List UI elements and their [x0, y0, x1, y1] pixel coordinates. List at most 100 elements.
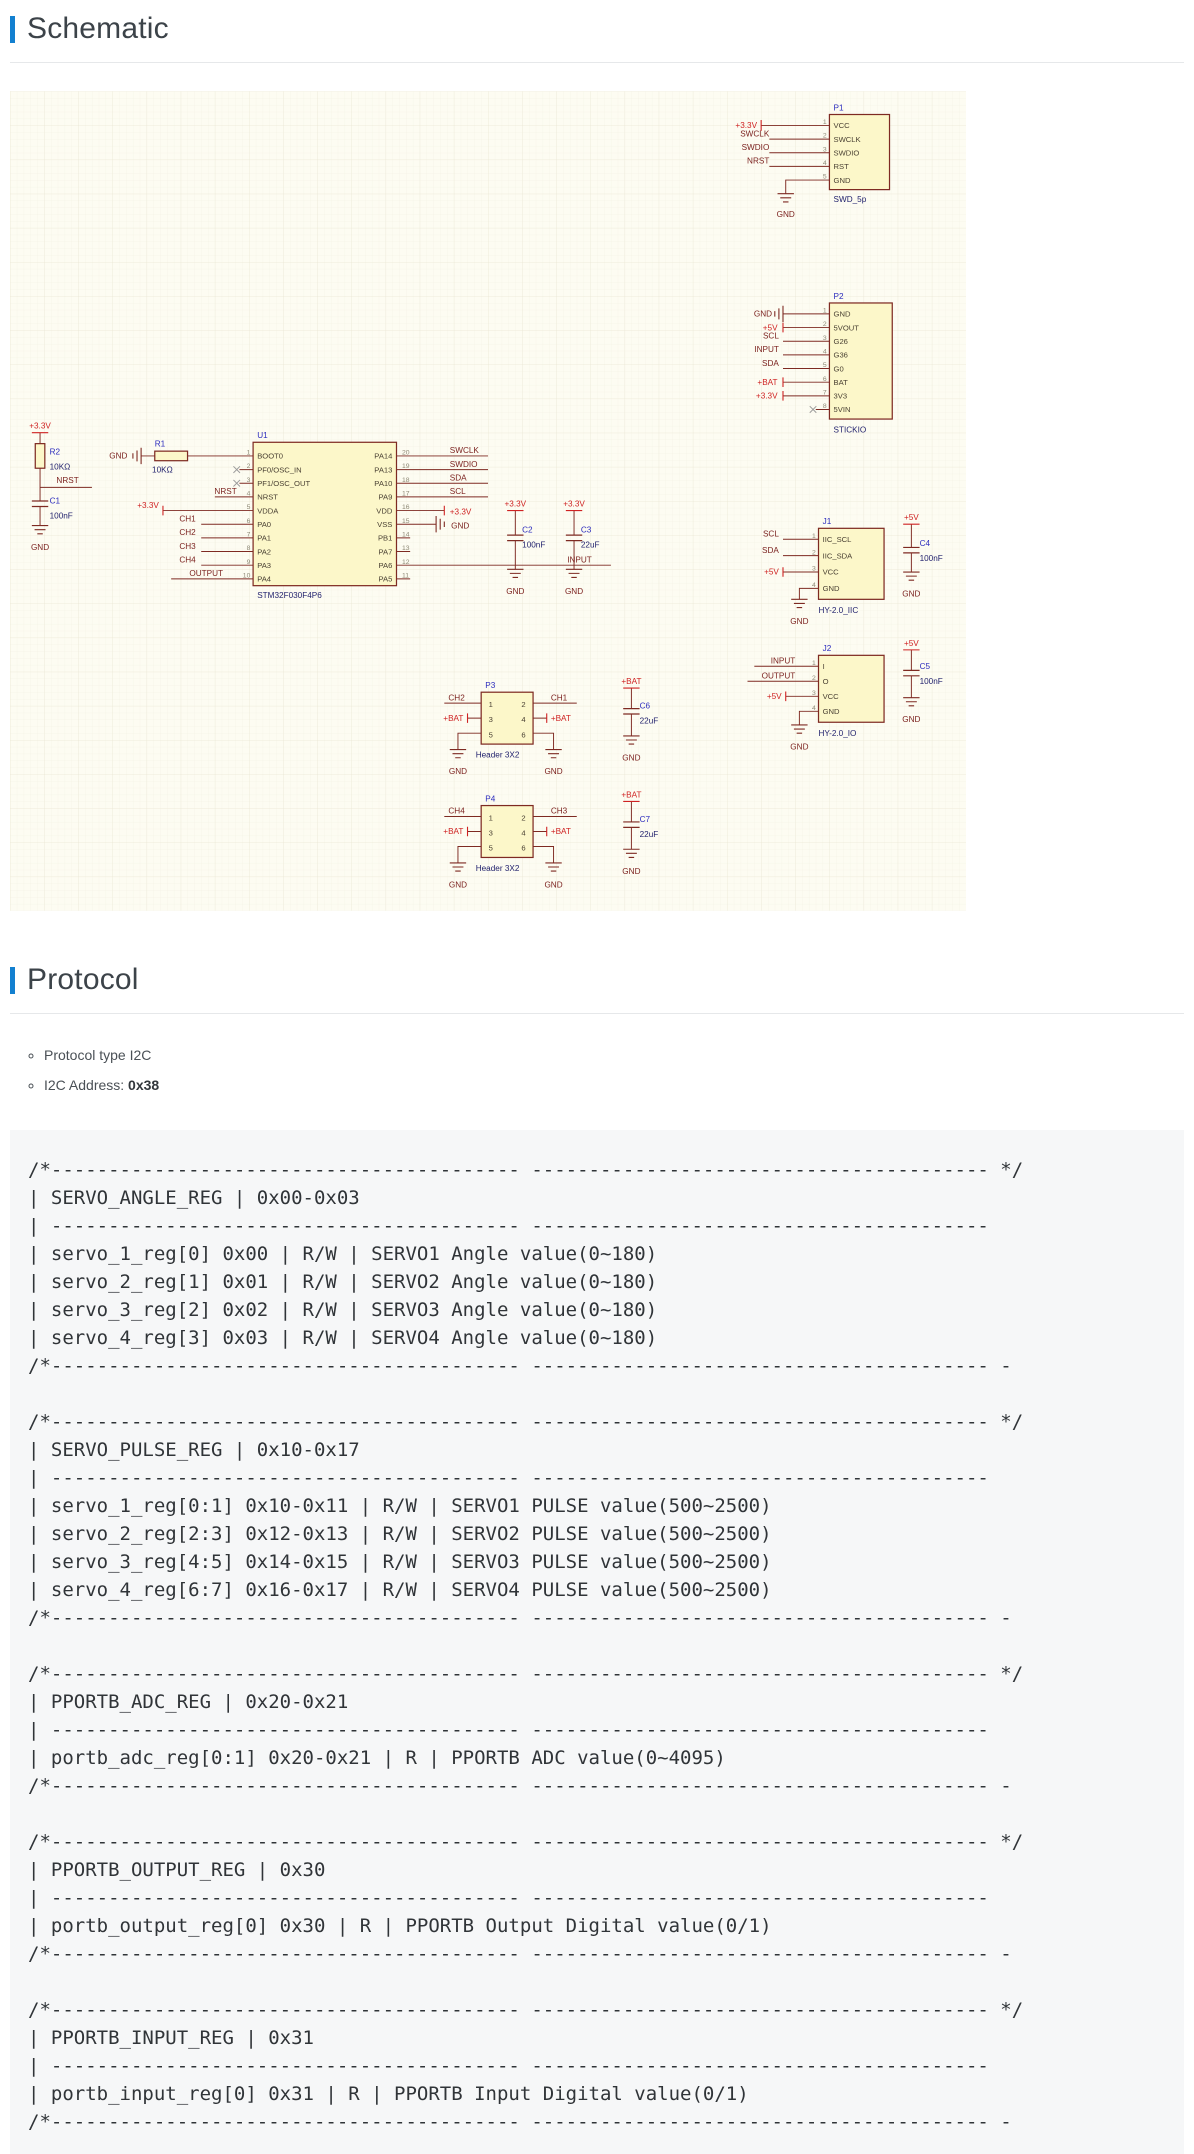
schematic-text: G0	[834, 364, 844, 373]
section-header-schematic: Schematic	[10, 12, 1184, 46]
schematic-text: C5	[920, 662, 931, 671]
schematic-text: PA6	[379, 561, 393, 570]
schematic-text: 5VIN	[834, 405, 851, 414]
schematic-text: SDA	[450, 474, 467, 483]
schematic-text: G36	[834, 351, 848, 360]
schematic-text: +BAT	[443, 714, 463, 723]
schematic-text: PA5	[379, 575, 393, 584]
schematic-text: +3.3V	[450, 508, 472, 517]
schematic-grid-major	[10, 91, 966, 911]
schematic-text: PA7	[379, 547, 393, 556]
schematic-text: GND	[109, 452, 127, 461]
schematic-text: VCC	[834, 121, 851, 130]
schematic-text: CH4	[179, 555, 196, 564]
schematic-text: 4	[823, 349, 827, 356]
schematic-text: VSS	[377, 520, 392, 529]
mcu-u1-body	[252, 441, 398, 587]
schematic-text: Header 3X2	[476, 751, 520, 760]
schematic-text: VCC	[823, 568, 840, 577]
schematic-text: GND	[790, 743, 808, 752]
schematic-text: INPUT	[771, 657, 796, 666]
schematic-text: 3	[489, 829, 493, 838]
schematic-text: PA2	[257, 547, 271, 556]
register-map-code: /*--------------------------------------…	[28, 1159, 1024, 2133]
schematic-text: 13	[402, 545, 410, 552]
schematic-text: HY-2.0_IO	[819, 729, 857, 738]
schematic-text: GND	[544, 880, 562, 889]
schematic-text: 8	[823, 403, 827, 410]
schematic-text: +5V	[763, 323, 778, 332]
schematic-text: U1	[257, 431, 268, 440]
schematic-text: +3.3V	[735, 121, 757, 130]
schematic-text: PA0	[257, 520, 271, 529]
schematic-text: 22uF	[581, 540, 600, 549]
schematic-text: SCL	[450, 487, 466, 496]
schematic-text: C6	[640, 702, 651, 711]
connector-p1-body	[828, 113, 891, 191]
schematic-text: 14	[402, 532, 410, 539]
schematic-text: 1	[823, 119, 827, 126]
accent-bar	[10, 966, 15, 994]
schematic-text: 6	[521, 844, 525, 853]
schematic-text: 3	[812, 566, 816, 573]
schematic-text: GND	[823, 707, 840, 716]
schematic-text: 5	[247, 504, 251, 511]
schematic-text: INPUT	[754, 345, 779, 354]
schematic-text: 3	[823, 146, 827, 153]
schematic-text: 9	[247, 559, 251, 566]
schematic-text: 17	[402, 491, 410, 498]
schematic-text: CH1	[551, 693, 568, 702]
schematic-text: 100nF	[920, 677, 943, 686]
connector-j2-body	[817, 654, 885, 723]
schematic-text: 7	[823, 389, 827, 396]
schematic-text: +3.3V	[563, 499, 585, 508]
schematic-text: 22uF	[640, 717, 659, 726]
schematic-text: GND	[544, 767, 562, 776]
schematic-text-layer: P1SWD_5pVCCSWCLKSWDIORSTGND12345+3.3VSWC…	[29, 103, 943, 889]
schematic-text: 1	[812, 660, 816, 667]
schematic-text: GND	[790, 617, 808, 626]
schematic-text: +3.3V	[137, 501, 159, 510]
power-flags	[31, 119, 920, 837]
schematic-text: 4	[247, 491, 251, 498]
schematic-text: 8	[247, 545, 251, 552]
schematic-text: VDDA	[257, 506, 279, 515]
schematic-text: PA14	[374, 452, 393, 461]
schematic-text: 2	[823, 133, 827, 140]
schematic-text: RST	[834, 162, 850, 171]
schematic-text: STM32F030F4P6	[257, 591, 322, 600]
schematic-text: CH3	[179, 542, 196, 551]
schematic-text: +3.3V	[29, 422, 51, 431]
schematic-text: PA1	[257, 534, 271, 543]
header-p3-body	[480, 691, 534, 745]
schematic-text: SWD_5p	[834, 195, 867, 204]
schematic-text: C3	[581, 525, 592, 534]
schematic-text: VCC	[823, 692, 840, 701]
schematic-text: 6	[247, 518, 251, 525]
schematic-text: PA10	[374, 479, 392, 488]
schematic-text: 100nF	[522, 540, 545, 549]
schematic-text: GND	[31, 543, 49, 552]
schematic-text: R1	[155, 439, 166, 448]
schematic-text: HY-2.0_IIC	[819, 606, 859, 615]
schematic-text: +BAT	[621, 790, 641, 799]
schematic-text: PA4	[257, 575, 272, 584]
schematic-text: GND	[823, 584, 840, 593]
schematic-text: SDA	[762, 546, 779, 555]
schematic-text: 5	[823, 362, 827, 369]
schematic-text: 1	[247, 450, 251, 457]
schematic-text: 100nF	[50, 512, 73, 521]
schematic-text: 2	[247, 463, 251, 470]
schematic-text: 11	[402, 572, 409, 579]
schematic-text: GND	[451, 521, 469, 530]
schematic-text: GND	[834, 310, 851, 319]
schematic-text: STICKIO	[834, 426, 867, 435]
schematic-text: NRST	[214, 487, 236, 496]
schematic-text: GND	[834, 176, 851, 185]
schematic-text: 1	[489, 814, 493, 823]
schematic-text: 22uF	[640, 830, 659, 839]
accent-bar	[10, 15, 15, 43]
